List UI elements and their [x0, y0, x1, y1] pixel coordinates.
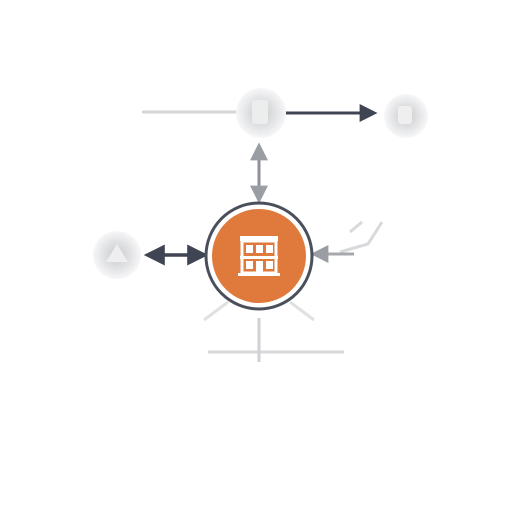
background-edges: [142, 110, 384, 362]
faded-edge-bottom-left-spoke: [203, 300, 229, 322]
storefront-icon: [238, 236, 280, 276]
faded-edge-right-branch: [339, 220, 384, 254]
faded-glyph: [398, 106, 412, 124]
faded-edge-bottom-right-spoke: [289, 300, 315, 322]
hub-node[interactable]: [204, 201, 314, 311]
faded-glyph: [106, 244, 128, 262]
edges: [143, 104, 378, 266]
top-node: [236, 88, 286, 138]
faded-glyph: [252, 100, 268, 124]
top-right-node: [384, 94, 428, 138]
left-node: [93, 231, 141, 279]
